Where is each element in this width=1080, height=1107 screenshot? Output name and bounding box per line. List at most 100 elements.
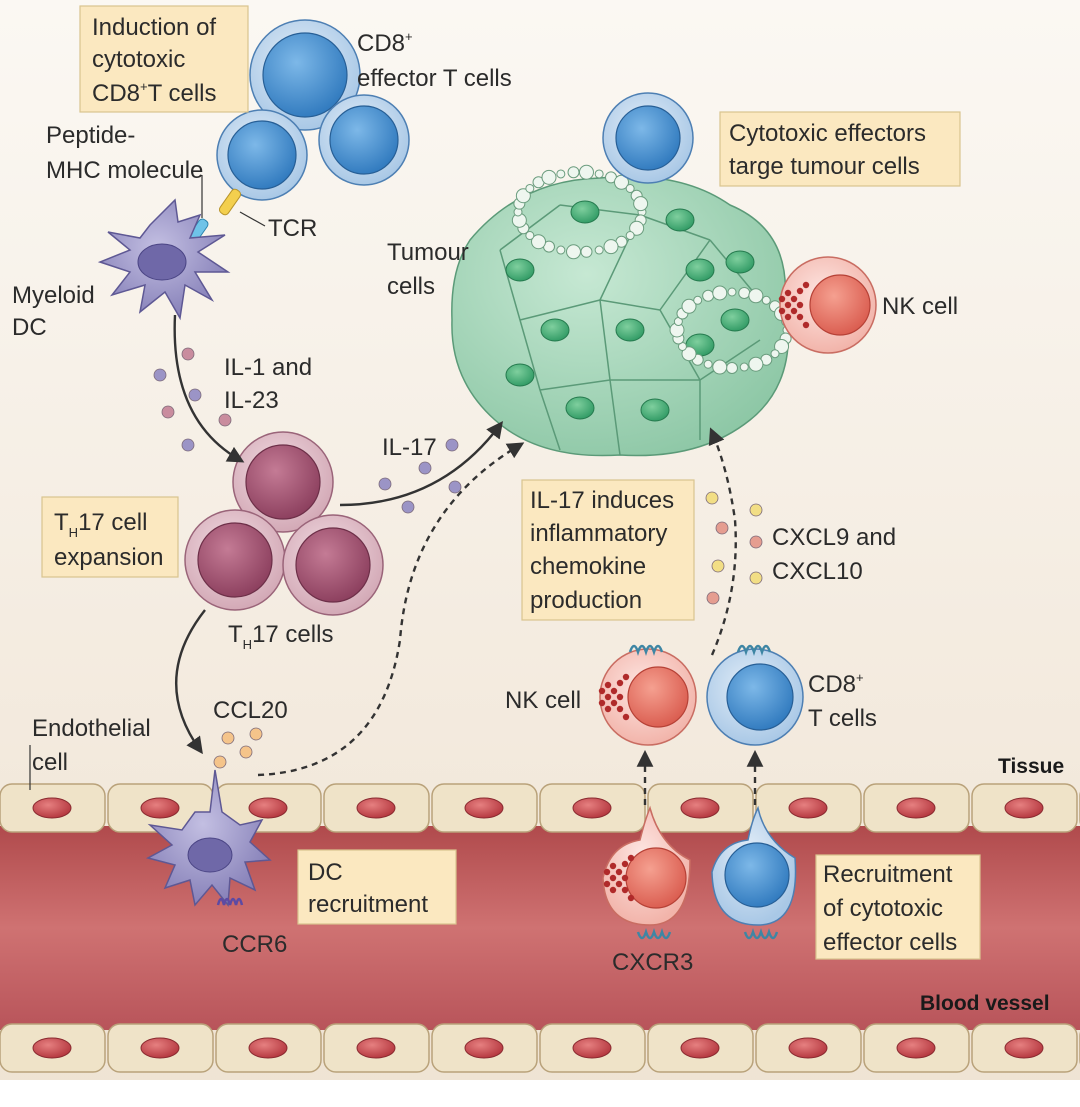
nk-granule xyxy=(784,313,792,321)
cytotoxic-effectors-label-line1: Cytotoxic effectors xyxy=(729,120,926,147)
myeloid-dc-label-line1: Myeloid xyxy=(12,282,95,309)
bleb xyxy=(629,220,645,236)
cytokine-dot xyxy=(218,413,232,427)
myeloid-dc xyxy=(97,198,231,321)
dc-recruitment-label-line1: DC xyxy=(308,859,343,886)
nk-granule xyxy=(621,874,629,882)
bleb xyxy=(748,288,764,304)
endothelial-nucleus xyxy=(32,797,72,819)
il17-induces-label-line3: chemokine xyxy=(530,553,646,580)
tcr-peptide-mhc-complex xyxy=(187,175,266,244)
nk-granule xyxy=(616,693,624,701)
label-box-induction xyxy=(79,5,249,113)
nk-granule xyxy=(627,854,635,862)
cytokine-dot xyxy=(161,405,175,419)
cd8-t-cells-label-line1: CD8+ xyxy=(808,670,864,698)
nk-granule xyxy=(616,705,624,713)
cd8-effector-t-cell-2 xyxy=(216,109,308,201)
cytokine-dot xyxy=(239,745,253,759)
tumour-nucleus xyxy=(570,200,600,224)
arrow-th17-to-endothelium xyxy=(175,609,206,755)
cytokine-dot xyxy=(181,347,195,361)
il17-induces-label-line1: IL-17 induces xyxy=(530,487,674,514)
nk-granule xyxy=(790,307,798,315)
endothelial-nucleus xyxy=(140,1037,180,1059)
arrow-th17-to-tumour xyxy=(339,420,504,507)
page-bottom-strip xyxy=(0,1080,1080,1102)
cd8-t-cell-tissue xyxy=(706,644,804,746)
bleb xyxy=(703,359,713,369)
induction-label-line2: cytotoxic xyxy=(92,46,185,73)
label-box-cytotoxic-effectors xyxy=(719,111,961,187)
th17-expansion-label-line2: expansion xyxy=(54,544,163,571)
cd8-t-cell-attacking-tumour xyxy=(602,92,694,184)
recruitment-label-line2: of cytotoxic xyxy=(823,895,943,922)
tumour-cells-label-line1: Tumour xyxy=(387,239,469,266)
bleb xyxy=(770,349,780,359)
cytokine-dot xyxy=(715,521,729,535)
cytokine-dot xyxy=(418,461,432,475)
nk-granule xyxy=(598,687,606,695)
cytokine-dot xyxy=(213,755,227,769)
nk-granule xyxy=(622,713,630,721)
bleb xyxy=(712,285,728,301)
th17-cell-1 xyxy=(232,431,334,533)
cytokine-dot xyxy=(401,500,415,514)
tumour-nucleus xyxy=(565,396,595,420)
nk-granule xyxy=(615,880,623,888)
nk-granule xyxy=(778,307,786,315)
cytokine-dot xyxy=(706,591,720,605)
cytokine-dot xyxy=(749,535,763,549)
cd8-t-cell-vessel xyxy=(711,805,797,940)
nk-granule xyxy=(784,289,792,297)
endothelial-nucleus xyxy=(896,797,936,819)
arrow-dc-to-th17 xyxy=(173,314,245,463)
endothelial-nucleus xyxy=(248,797,288,819)
il17-label: IL-17 xyxy=(382,434,437,461)
nk-granule xyxy=(796,301,804,309)
nk-granule xyxy=(610,699,618,707)
cytokine-dot xyxy=(249,727,263,741)
bleb xyxy=(525,183,535,193)
bleb xyxy=(567,166,580,179)
label-box-th17-expansion xyxy=(41,496,179,578)
endothelial-nucleus xyxy=(572,1037,612,1059)
nk-granule xyxy=(621,860,629,868)
th17-cell-2 xyxy=(184,509,286,611)
endothelial-nucleus xyxy=(356,797,396,819)
bleb xyxy=(594,169,604,179)
label-box-dc-recruitment xyxy=(297,849,457,925)
bleb xyxy=(525,231,535,241)
tumour-nucleus xyxy=(540,318,570,342)
cytokine-dot xyxy=(378,477,392,491)
tumour-nucleus xyxy=(640,398,670,422)
nk-granule xyxy=(796,287,804,295)
arrows xyxy=(173,314,764,805)
endothelial-label-line1: Endothelial xyxy=(32,715,151,742)
label-box-il17-induces xyxy=(521,479,695,621)
tumour-nucleus xyxy=(720,308,750,332)
bleb xyxy=(580,245,593,258)
cxcl-label-line2: CXCL10 xyxy=(772,558,863,585)
dc-recruitment-label-line2: recruitment xyxy=(308,891,428,918)
endothelial-nucleus xyxy=(1004,1037,1044,1059)
cytokine-dot xyxy=(749,571,763,585)
endothelium-bottom-row xyxy=(0,1023,1080,1073)
tumour-nucleus xyxy=(665,208,695,232)
label-box-recruitment xyxy=(815,854,981,960)
blood-vessel-label: Blood vessel xyxy=(920,992,1050,1015)
bleb xyxy=(625,183,635,193)
dc-in-vessel xyxy=(145,769,272,907)
nk-granule xyxy=(622,673,630,681)
bleb xyxy=(578,164,594,180)
peptide-mhc-label-line1: Peptide- xyxy=(46,122,135,149)
tumour-nucleus xyxy=(725,250,755,274)
nk-granule xyxy=(615,868,623,876)
nk-granule xyxy=(609,874,617,882)
il1-il23-label-line2: IL-23 xyxy=(224,387,279,414)
cxcr3-label: CXCR3 xyxy=(612,949,693,976)
nk-granule xyxy=(609,886,617,894)
cytokine-dot xyxy=(188,388,202,402)
apoptotic-blebs-upper xyxy=(511,164,649,260)
